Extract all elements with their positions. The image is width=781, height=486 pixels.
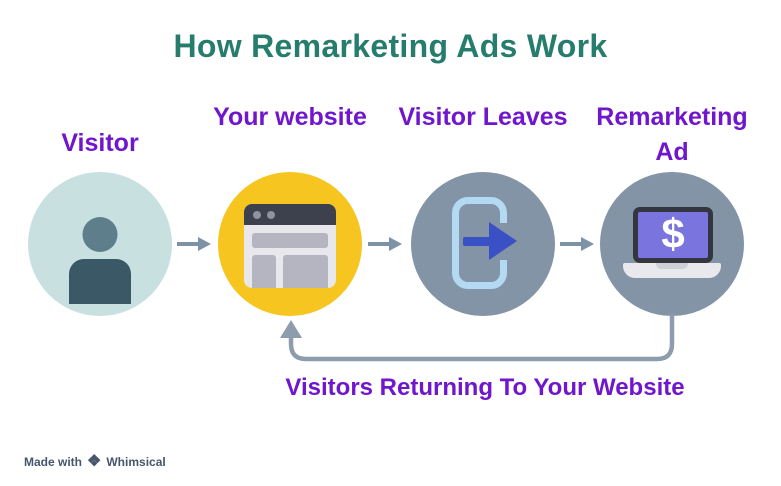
step-circle-your-website bbox=[218, 172, 362, 316]
step-circle-remarketing-ad: $ bbox=[600, 172, 744, 316]
browser-content bbox=[244, 225, 336, 288]
browser-icon bbox=[244, 204, 336, 288]
arrow-right-icon bbox=[177, 237, 211, 251]
step-label-remarketing-ad: Remarketing Ad bbox=[596, 103, 748, 166]
arrow-right-icon bbox=[560, 237, 594, 251]
person-body bbox=[69, 259, 131, 304]
browser-content-bar bbox=[252, 233, 328, 248]
exit-arrow-head bbox=[489, 222, 517, 260]
dollar-sign: $ bbox=[638, 212, 708, 258]
whimsical-watermark[interactable]: Made with ❖ Whimsical bbox=[24, 454, 166, 470]
arrow-right-icon bbox=[368, 237, 402, 251]
laptop-screen: $ bbox=[633, 207, 713, 263]
step-label-your-website: Your website bbox=[213, 103, 367, 131]
return-flow-label: Visitors Returning To Your Website bbox=[285, 374, 685, 401]
whimsical-diamond-icon: ❖ bbox=[87, 453, 102, 470]
person-head bbox=[82, 217, 118, 252]
exit-icon bbox=[411, 172, 555, 316]
watermark-brand: Whimsical bbox=[106, 455, 166, 469]
laptop-dollar-icon: $ bbox=[600, 172, 744, 316]
person-icon bbox=[28, 172, 172, 316]
laptop-notch bbox=[656, 263, 688, 269]
browser-dot-icon bbox=[253, 210, 261, 219]
step-label-visitor-leaves: Visitor Leaves bbox=[398, 103, 568, 131]
browser-content-block bbox=[283, 255, 328, 288]
watermark-prefix: Made with bbox=[24, 455, 83, 469]
browser-dot-icon bbox=[267, 210, 275, 219]
step-circle-visitor-leaves bbox=[411, 172, 555, 316]
step-circle-visitor bbox=[28, 172, 172, 316]
page-title: How Remarketing Ads Work bbox=[173, 28, 608, 64]
laptop-base bbox=[623, 263, 721, 278]
exit-arrow-shaft bbox=[463, 237, 491, 246]
browser-content-block bbox=[252, 255, 276, 288]
step-label-visitor: Visitor bbox=[61, 129, 139, 157]
browser-titlebar bbox=[244, 204, 336, 225]
